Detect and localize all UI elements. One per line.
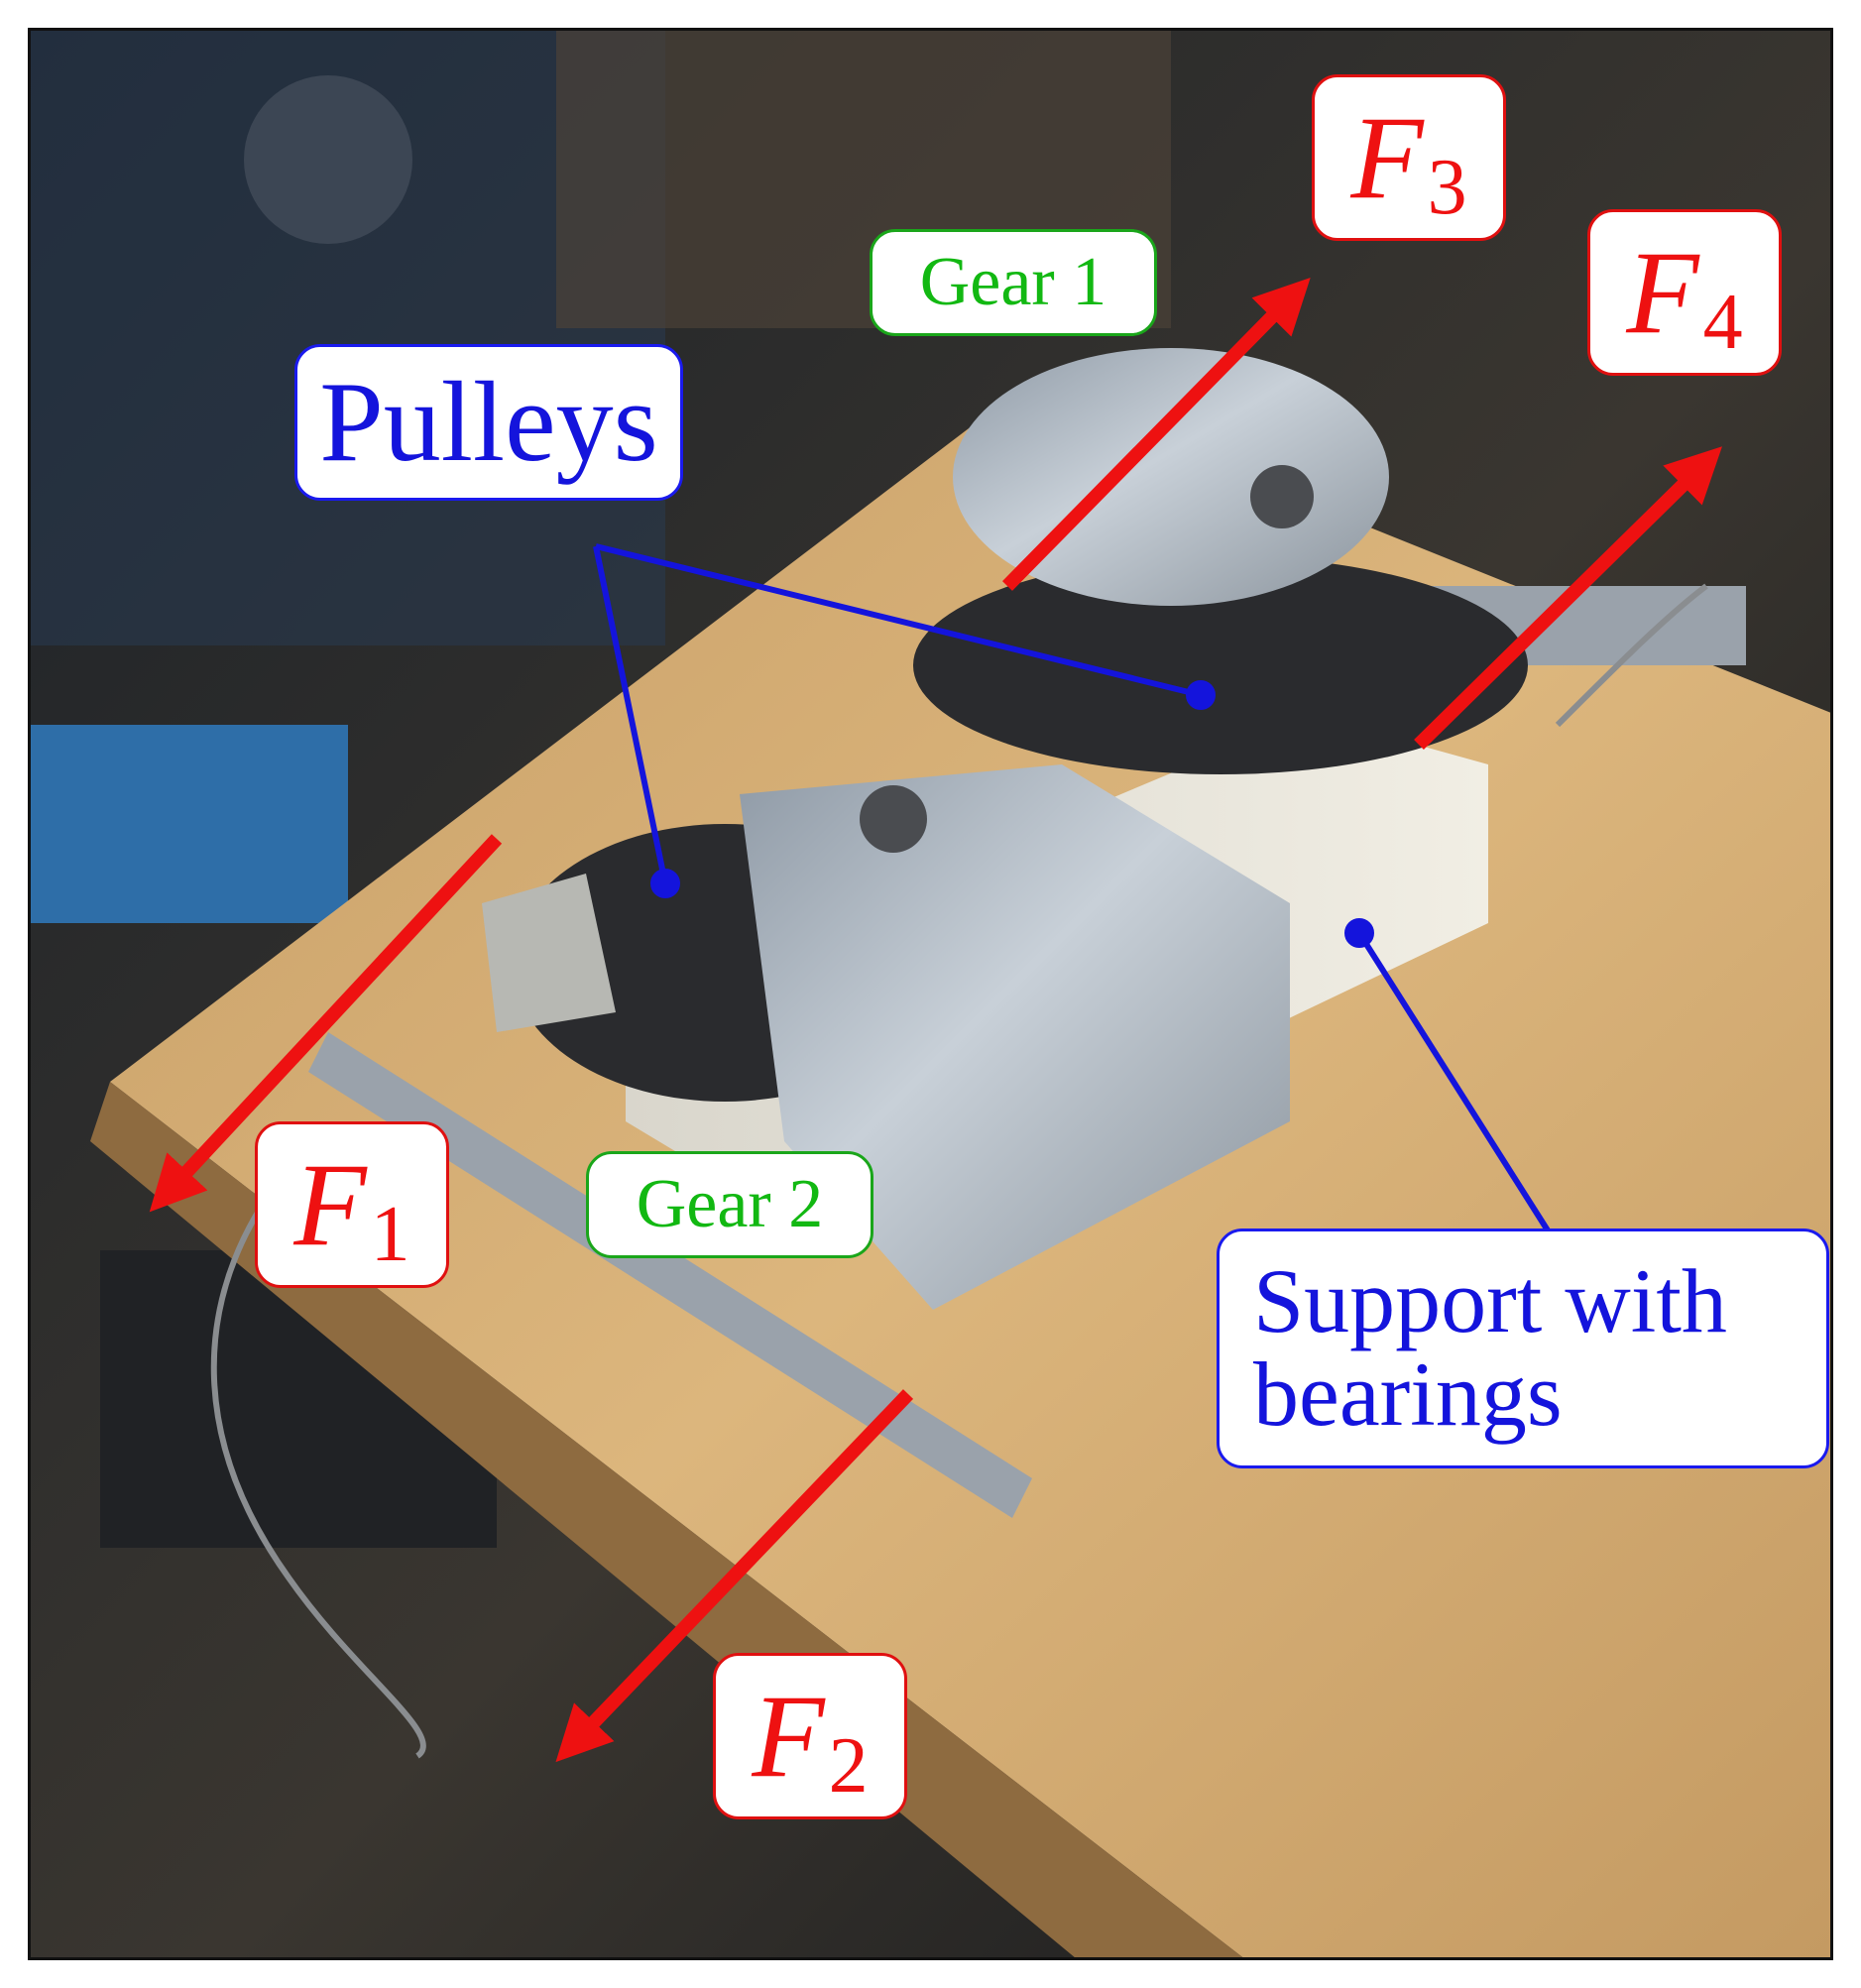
force-subscript-f2: 2	[828, 1722, 869, 1810]
background-flange	[244, 75, 412, 244]
leader-dot-front-pulley	[650, 869, 680, 898]
support-label-line1: Support with	[1253, 1250, 1727, 1352]
pulleys-label-text: Pulleys	[319, 359, 658, 486]
force-subscript-f3: 3	[1427, 144, 1467, 231]
gear2-label-text: Gear 2	[636, 1166, 824, 1242]
force-symbol-f2: F	[752, 1670, 825, 1802]
support-label: Support with bearings	[1217, 1228, 1829, 1468]
force-arrows	[149, 278, 1722, 1763]
background-box	[31, 725, 348, 923]
force-subscript-f1: 1	[370, 1191, 410, 1278]
leader-pulleys-front	[593, 545, 668, 884]
force-arrow-4	[1414, 446, 1722, 750]
force-symbol-f4: F	[1626, 226, 1699, 358]
leader-support	[1356, 931, 1551, 1232]
pulleys-label: Pulleys	[294, 344, 683, 501]
wire-cable-rear	[1555, 583, 1708, 728]
force-symbol-f3: F	[1350, 91, 1424, 223]
gear2-label: Gear 2	[586, 1151, 873, 1258]
leader-pulleys-rear	[595, 543, 1202, 698]
setup-photo	[31, 31, 1830, 1957]
force-arrow-1	[149, 834, 503, 1213]
corner-block	[482, 874, 616, 1032]
pulley-rear	[913, 556, 1528, 774]
figure-frame: Pulleys Gear 1 Gear 2 Support with beari…	[28, 28, 1833, 1960]
leader-dot-rear-pulley	[1186, 680, 1216, 710]
table-edge	[90, 1082, 1243, 1957]
front-extrusion	[308, 1032, 1032, 1518]
gear1-label: Gear 1	[870, 229, 1157, 336]
gear2-bolt	[860, 785, 927, 853]
gear2-cam	[740, 764, 1290, 1310]
force-symbol-f1: F	[293, 1138, 367, 1270]
force-arrow-3	[1002, 278, 1311, 591]
wire-cable	[210, 1209, 426, 1759]
support-label-line2: bearings	[1253, 1344, 1563, 1445]
gear1-bolt	[1250, 465, 1314, 528]
force-arrow-2	[555, 1389, 914, 1763]
leader-dot-support	[1344, 918, 1374, 948]
gear1-label-text: Gear 1	[919, 244, 1107, 320]
leader-lines	[593, 543, 1551, 1232]
gear1-cam	[953, 348, 1389, 606]
force-subscript-f4: 4	[1702, 279, 1743, 366]
